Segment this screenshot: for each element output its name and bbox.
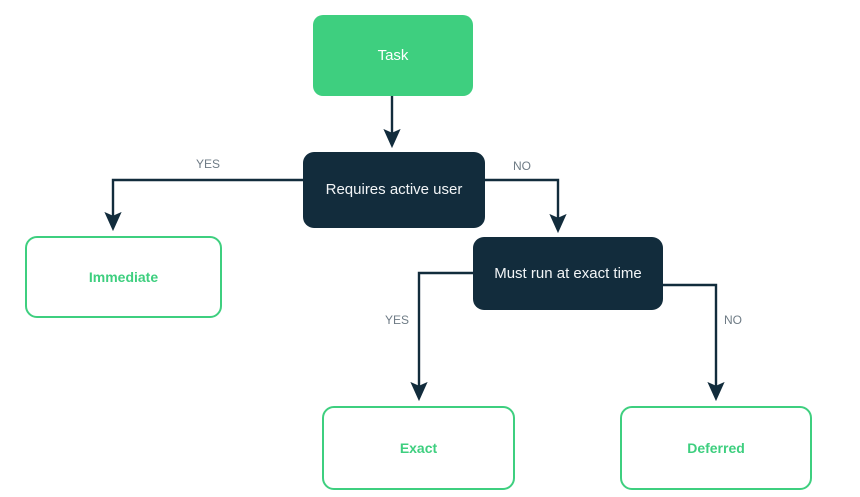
node-immediate[interactable]: Immediate — [25, 236, 222, 318]
node-requires-active-user-label: Requires active user — [325, 181, 463, 198]
edge-label-requires-no: NO — [513, 159, 531, 173]
node-exact-label: Exact — [399, 439, 438, 456]
edge-exacttime-yes-to-exact — [410, 271, 473, 402]
node-task[interactable]: Task — [313, 15, 473, 96]
node-requires-active-user[interactable]: Requires active user — [303, 152, 485, 228]
node-task-label: Task — [377, 46, 409, 64]
edge-exacttime-no-to-deferred — [663, 283, 725, 402]
node-must-run-exact-time-label: Must run at exact time — [494, 264, 642, 282]
node-exact[interactable]: Exact — [322, 406, 515, 490]
node-deferred[interactable]: Deferred — [620, 406, 812, 490]
edge-label-exacttime-yes: YES — [385, 313, 410, 327]
node-immediate-label: Immediate — [88, 268, 159, 285]
node-must-run-exact-time[interactable]: Must run at exact time — [473, 237, 663, 310]
edge-label-requires-yes: YES — [196, 157, 221, 171]
edge-requires-yes-to-immediate — [104, 178, 303, 232]
node-deferred-label: Deferred — [687, 439, 745, 456]
edge-label-exacttime-no: NO — [724, 313, 742, 327]
edge-requires-no-to-exacttime — [485, 178, 567, 234]
